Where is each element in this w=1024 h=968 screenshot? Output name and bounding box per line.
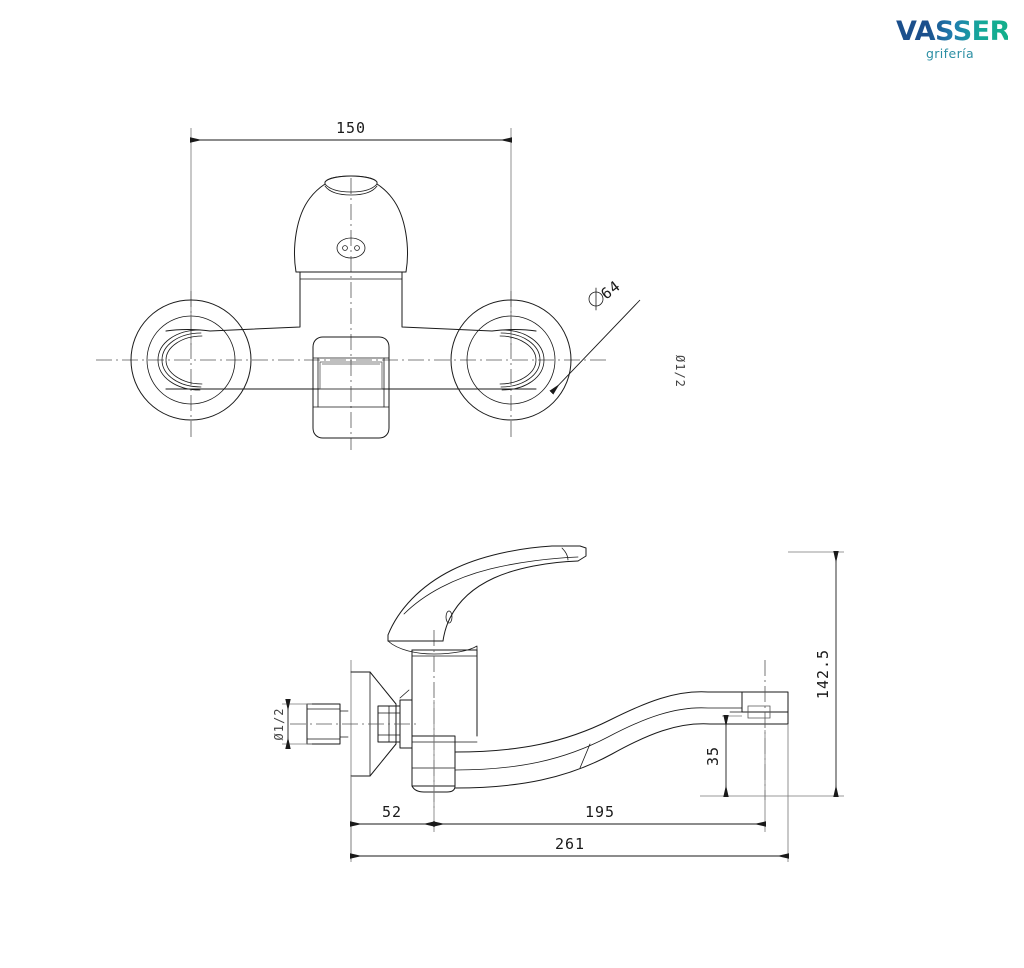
vasser-logo: VASSER grifería — [896, 16, 1010, 62]
dimension-diameter-64-label: 64 — [597, 277, 624, 304]
dimension-142-5-label: 142.5 — [814, 649, 832, 699]
dimension-35-label: 35 — [704, 746, 722, 766]
dimension-centers-width: 150 — [190, 119, 512, 345]
inlet-thread-note-front: Ø1/2 — [673, 355, 687, 388]
front-elevation-view: 150 — [96, 119, 687, 450]
dimension-195-label: 195 — [585, 803, 615, 821]
dimension-total-reach: 261 — [350, 835, 789, 859]
dimension-52-label: 52 — [382, 803, 402, 821]
lever-handle-side — [387, 545, 587, 655]
dimension-spout-reach: 195 — [433, 803, 766, 827]
mixer-body-side — [411, 649, 478, 793]
escutcheon-right — [450, 299, 572, 421]
dimension-inlet-thread: Ø1/2 — [272, 699, 312, 749]
dimension-150-label: 150 — [336, 119, 366, 137]
front-centerlines — [96, 178, 610, 450]
logo-wordmark: VASSER — [896, 16, 1010, 47]
dimension-outlet-height: 35 — [704, 715, 742, 797]
swivel-spout-side — [454, 691, 789, 789]
dimension-wall-to-body: 52 — [350, 803, 435, 827]
escutcheon-left — [130, 299, 252, 421]
side-elevation-view: Ø1/2 — [272, 545, 844, 862]
lever-handle-front — [294, 175, 408, 273]
dimension-inlet-thread-label: Ø1/2 — [272, 708, 286, 741]
spout-base-front — [312, 336, 390, 439]
dimension-261-label: 261 — [555, 835, 585, 853]
logo-tagline: grifería — [925, 46, 975, 61]
